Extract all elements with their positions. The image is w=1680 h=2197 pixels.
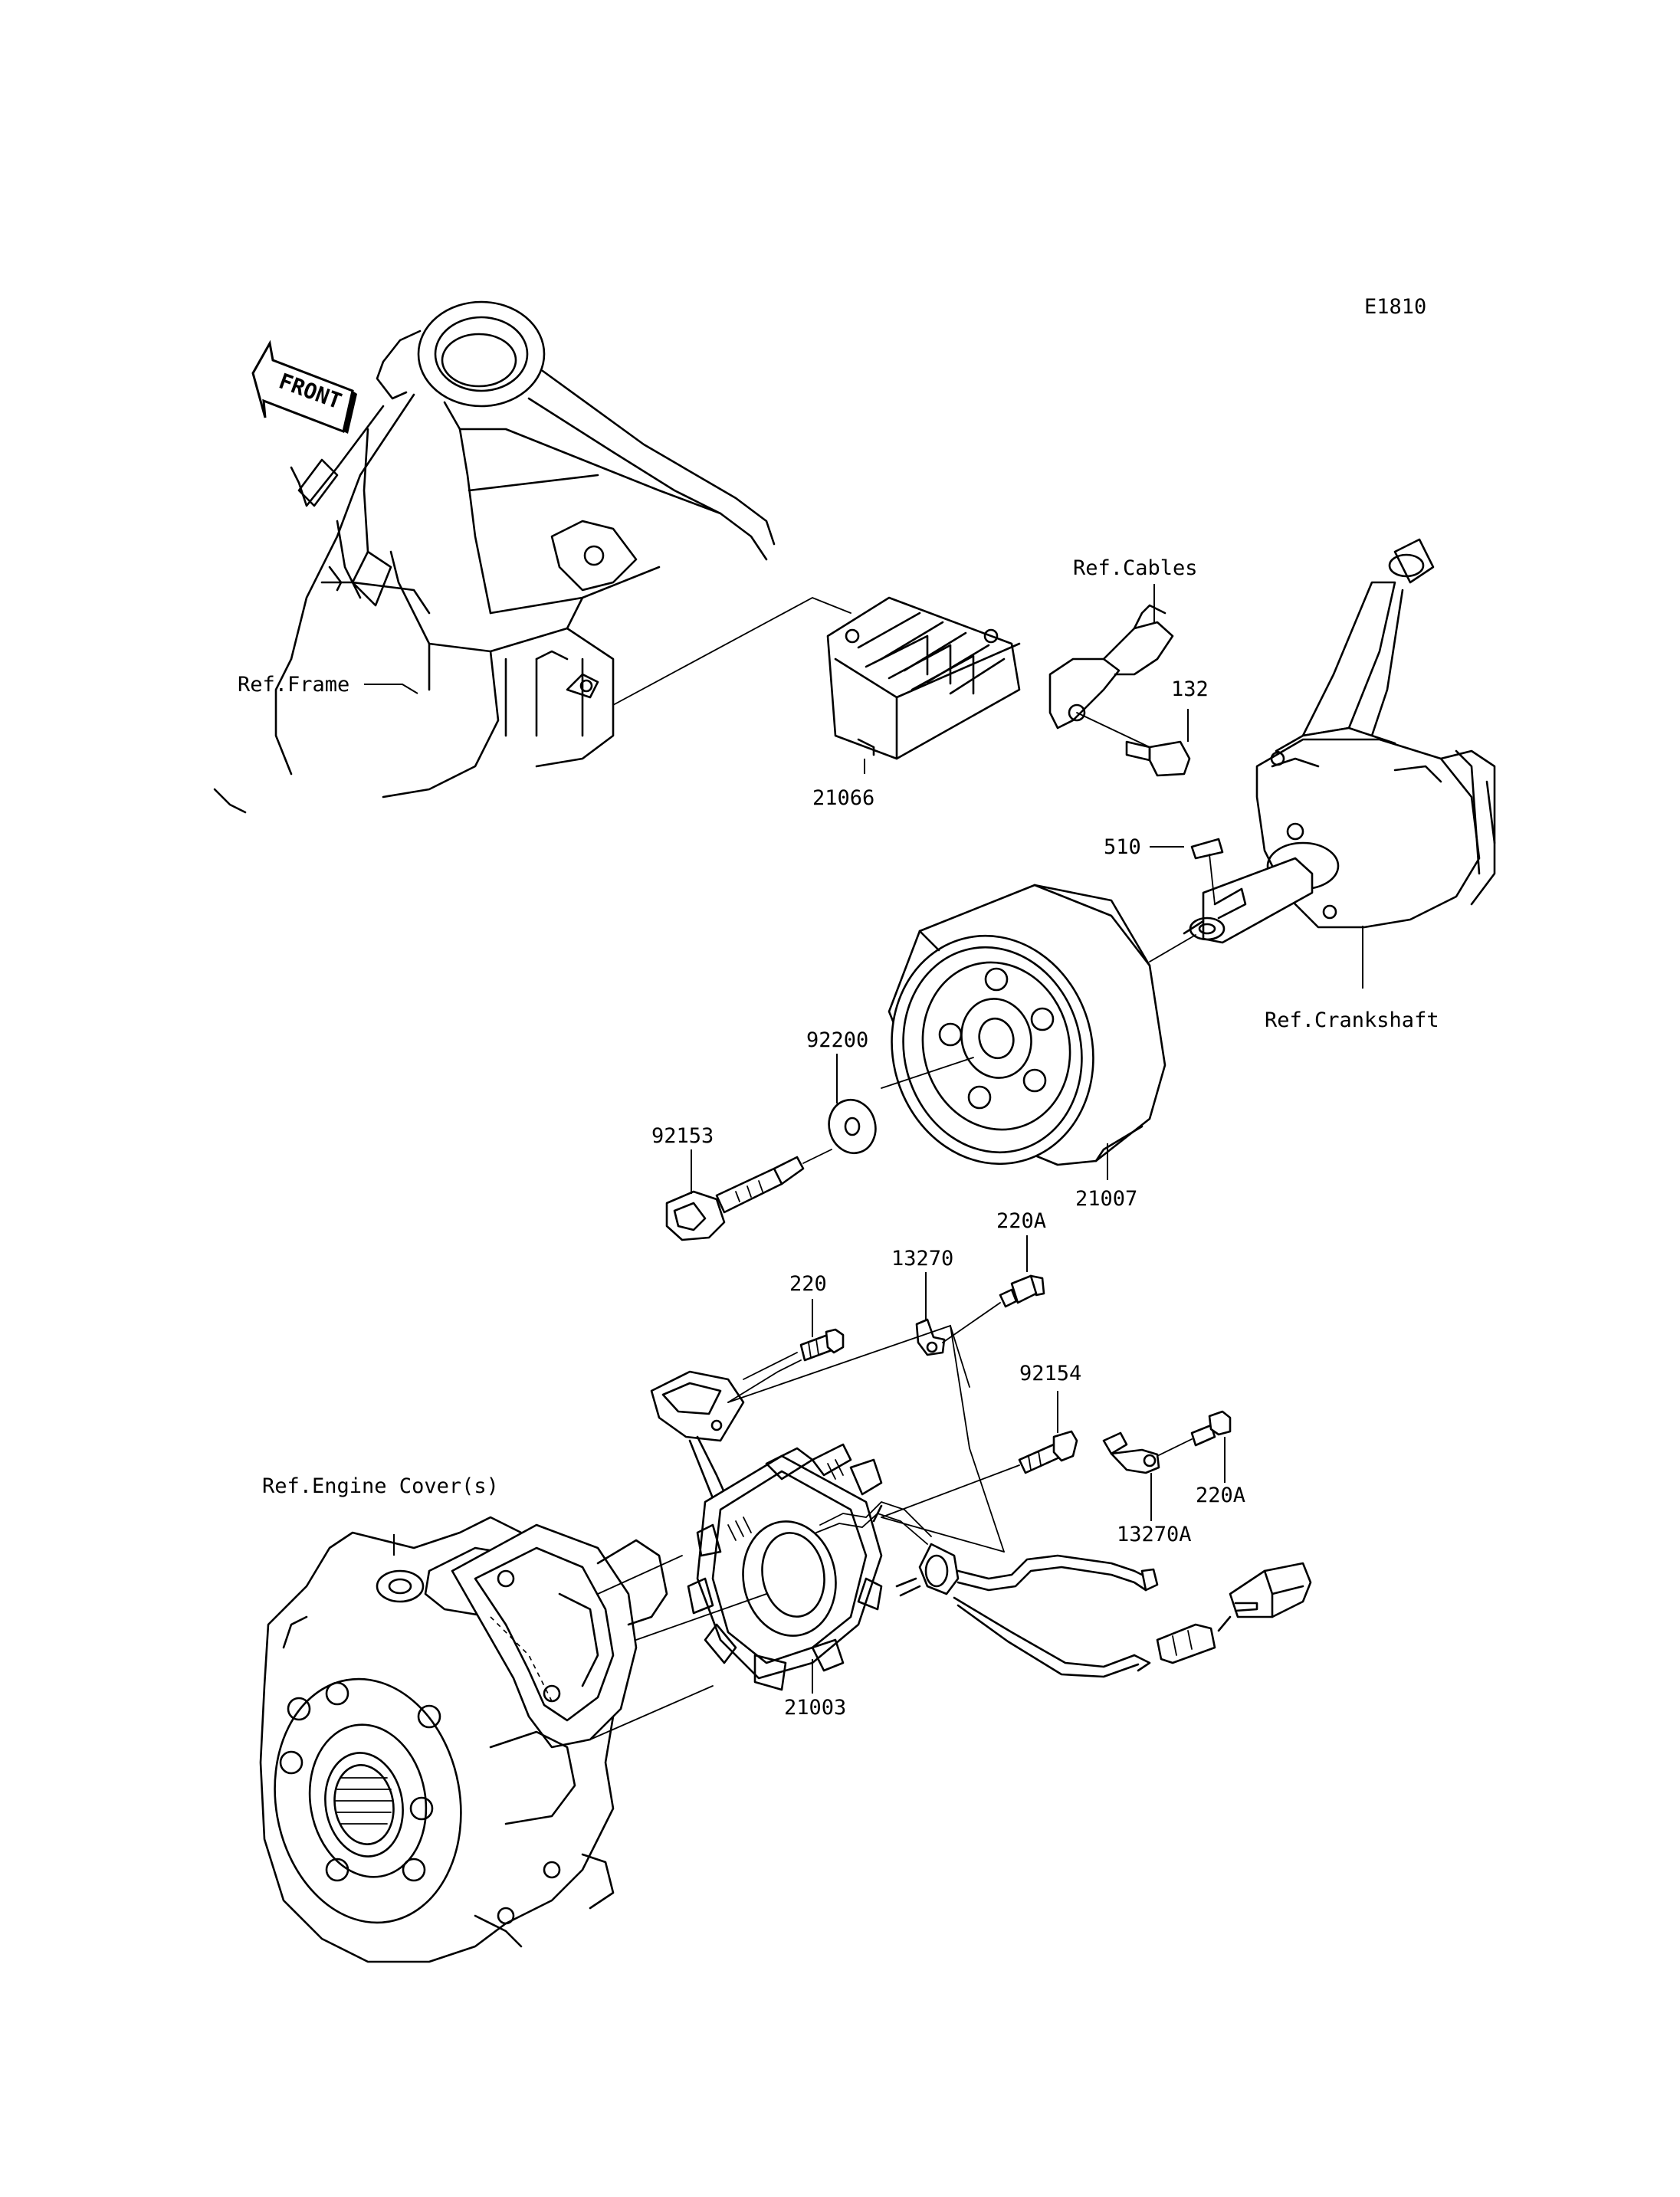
part-92200-washer	[828, 1099, 877, 1154]
cable-clip	[1048, 604, 1174, 730]
part-92153-bolt	[665, 1149, 832, 1241]
label-92153: 92153	[651, 1124, 714, 1148]
part-510-key	[1190, 838, 1224, 905]
frame-illustration	[213, 300, 776, 814]
part-21003-stator	[650, 1352, 932, 1691]
diagram-code: E1810	[1364, 295, 1426, 319]
wire-harness	[895, 1543, 1312, 1678]
label-ref-engine-cover: Ref.Engine Cover(s)	[262, 1474, 499, 1498]
label-220A-right: 220A	[1196, 1484, 1245, 1507]
part-132-bolt	[1076, 712, 1191, 777]
crankshaft-illustration	[1183, 538, 1496, 944]
label-21007: 21007	[1075, 1187, 1137, 1211]
part-13270-clamp	[915, 1302, 1001, 1356]
label-13270A: 13270A	[1117, 1523, 1192, 1546]
label-132: 132	[1171, 677, 1209, 701]
label-92154: 92154	[1019, 1362, 1081, 1385]
label-220A-top: 220A	[996, 1209, 1046, 1233]
part-92154-bolt	[881, 1430, 1078, 1518]
part-220-screw	[799, 1328, 845, 1362]
label-ref-frame: Ref.Frame	[238, 673, 349, 697]
part-21007-rotor	[888, 884, 1166, 1166]
label-21066: 21066	[812, 786, 874, 810]
part-220A-screw-right	[1157, 1410, 1232, 1457]
label-13270: 13270	[891, 1247, 953, 1271]
label-ref-crankshaft: Ref.Crankshaft	[1265, 1008, 1439, 1032]
label-ref-cables: Ref.Cables	[1073, 556, 1198, 580]
part-21066-regulator	[826, 596, 1021, 760]
front-arrow-icon: FRONT	[251, 339, 357, 434]
label-510: 510	[1104, 835, 1141, 859]
label-220: 220	[789, 1272, 827, 1296]
label-92200: 92200	[806, 1028, 868, 1052]
part-220A-screw-top	[999, 1274, 1045, 1308]
label-21003: 21003	[784, 1696, 846, 1720]
part-13270A-clamp	[1102, 1431, 1160, 1474]
engine-cover-illustration	[259, 1516, 767, 1963]
